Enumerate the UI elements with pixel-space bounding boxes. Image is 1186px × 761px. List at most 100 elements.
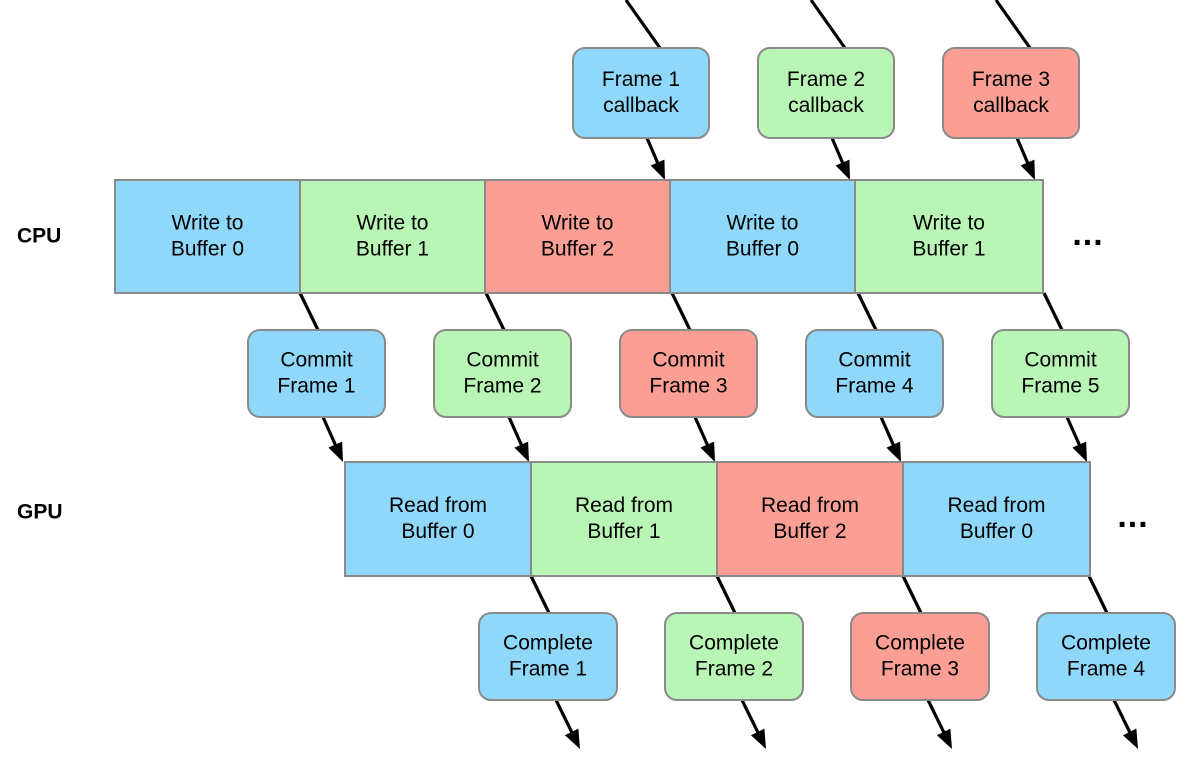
gpu-read-1-to-complete-frame-2 (715, 575, 737, 614)
frame-3-callback-to-cpu (1015, 137, 1035, 180)
callback-box-frame-3-shape[interactable] (942, 47, 1080, 139)
commit-box-2-shape[interactable] (433, 329, 572, 418)
arrowhead-icon (514, 441, 529, 462)
commit-frame-1-to-gpu (321, 416, 343, 462)
gpu-segment-1-shape[interactable] (530, 461, 718, 577)
complete-frame-2-out (740, 699, 766, 749)
frame-2-callback-to-cpu (830, 137, 850, 180)
arrowhead-icon (1020, 159, 1035, 180)
gpu-track-ellipsis: ... (1117, 497, 1148, 535)
complete-frame-1-out (554, 699, 580, 749)
complete-frame-4-out (1112, 699, 1138, 749)
callback-box-frame-2-shape[interactable] (757, 47, 895, 139)
commit-box-5-shape[interactable] (991, 329, 1130, 418)
arrowhead-icon (1072, 441, 1087, 462)
vsync-into-frame-1-callback (624, 0, 662, 49)
complete-box-2-shape[interactable] (664, 612, 804, 701)
gpu-read-3-to-complete-frame-4 (1087, 575, 1109, 614)
gpu-read-2-to-complete-frame-3 (901, 575, 923, 614)
commit-frame-3-to-gpu (693, 416, 715, 462)
arrowhead-icon (835, 159, 850, 180)
commit-frame-5-to-gpu (1065, 416, 1087, 462)
vsync-into-frame-3-callback (994, 0, 1032, 49)
cpu-write-1-to-commit-frame-2 (484, 292, 506, 331)
lane-label-layer: CPU GPU ... ... (17, 215, 1148, 535)
commit-box-4-shape[interactable] (805, 329, 944, 418)
vsync-into-frame-2-callback (809, 0, 847, 49)
arrowhead-icon (328, 441, 343, 462)
cpu-segment-4-shape[interactable] (854, 179, 1044, 294)
cpu-write-0-to-commit-frame-1 (298, 292, 320, 331)
frame-1-callback-to-cpu (645, 137, 665, 180)
complete-box-3-shape[interactable] (850, 612, 990, 701)
cpu-track-ellipsis: ... (1072, 215, 1103, 253)
gpu-read-0-to-complete-frame-1 (529, 575, 551, 614)
commit-box-1-shape[interactable] (247, 329, 386, 418)
cpu-write-3-to-commit-frame-4 (856, 292, 878, 331)
commit-frame-4-to-gpu (879, 416, 901, 462)
commit-box-3-shape[interactable] (619, 329, 758, 418)
callback-box-frame-1-shape[interactable] (572, 47, 710, 139)
lane-label-gpu: GPU (17, 501, 63, 524)
arrowhead-icon (886, 441, 901, 462)
cpu-segment-3-shape[interactable] (669, 179, 856, 294)
cpu-segment-0-shape[interactable] (114, 179, 301, 294)
arrowhead-icon (936, 728, 952, 749)
arrowhead-icon (564, 728, 580, 749)
complete-box-1-shape[interactable] (478, 612, 618, 701)
connector-layer (298, 0, 1138, 749)
complete-box-4-shape[interactable] (1036, 612, 1176, 701)
arrowhead-icon (700, 441, 715, 462)
cpu-write-4-to-commit-frame-5 (1042, 292, 1064, 331)
gpu-segment-3-shape[interactable] (902, 461, 1091, 577)
cpu-segment-2-shape[interactable] (484, 179, 671, 294)
commit-frame-2-to-gpu (507, 416, 529, 462)
arrowhead-icon (750, 728, 766, 749)
cpu-write-2-to-commit-frame-3 (670, 292, 692, 331)
arrowhead-icon (650, 159, 665, 180)
arrowhead-icon (1122, 728, 1138, 749)
